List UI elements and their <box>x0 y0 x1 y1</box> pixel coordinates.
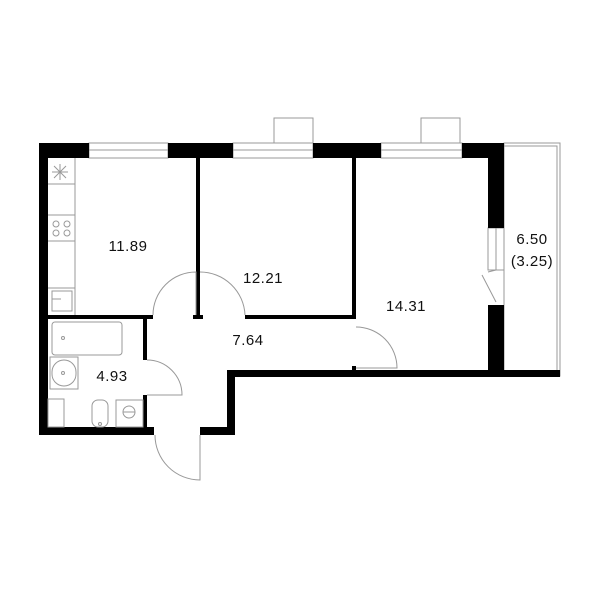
room-area-bedroom-1: 12.21 <box>242 270 284 287</box>
bathtub-icon <box>51 321 123 356</box>
fixtures <box>47 158 144 428</box>
washing-machine-icon <box>115 399 144 428</box>
window-bays <box>273 117 461 143</box>
room-area-kitchen: 11.89 <box>108 238 148 255</box>
cabinet-icon <box>47 398 65 428</box>
room-area-hallway: 7.64 <box>232 332 264 349</box>
windows <box>88 142 505 271</box>
washbasin-icon <box>49 356 79 390</box>
sink-icon <box>51 290 73 312</box>
room-area-bathroom: 4.93 <box>96 368 128 385</box>
doors <box>146 269 497 481</box>
toilet-icon <box>91 399 109 428</box>
room-area-balcony: 6.50 <box>516 231 548 248</box>
stove-icon <box>52 220 71 237</box>
fan-icon <box>52 164 68 180</box>
room-area-balcony-reduced: (3.25) <box>510 253 554 270</box>
room-area-bedroom-2: 14.31 <box>385 298 427 315</box>
walls <box>39 143 560 435</box>
